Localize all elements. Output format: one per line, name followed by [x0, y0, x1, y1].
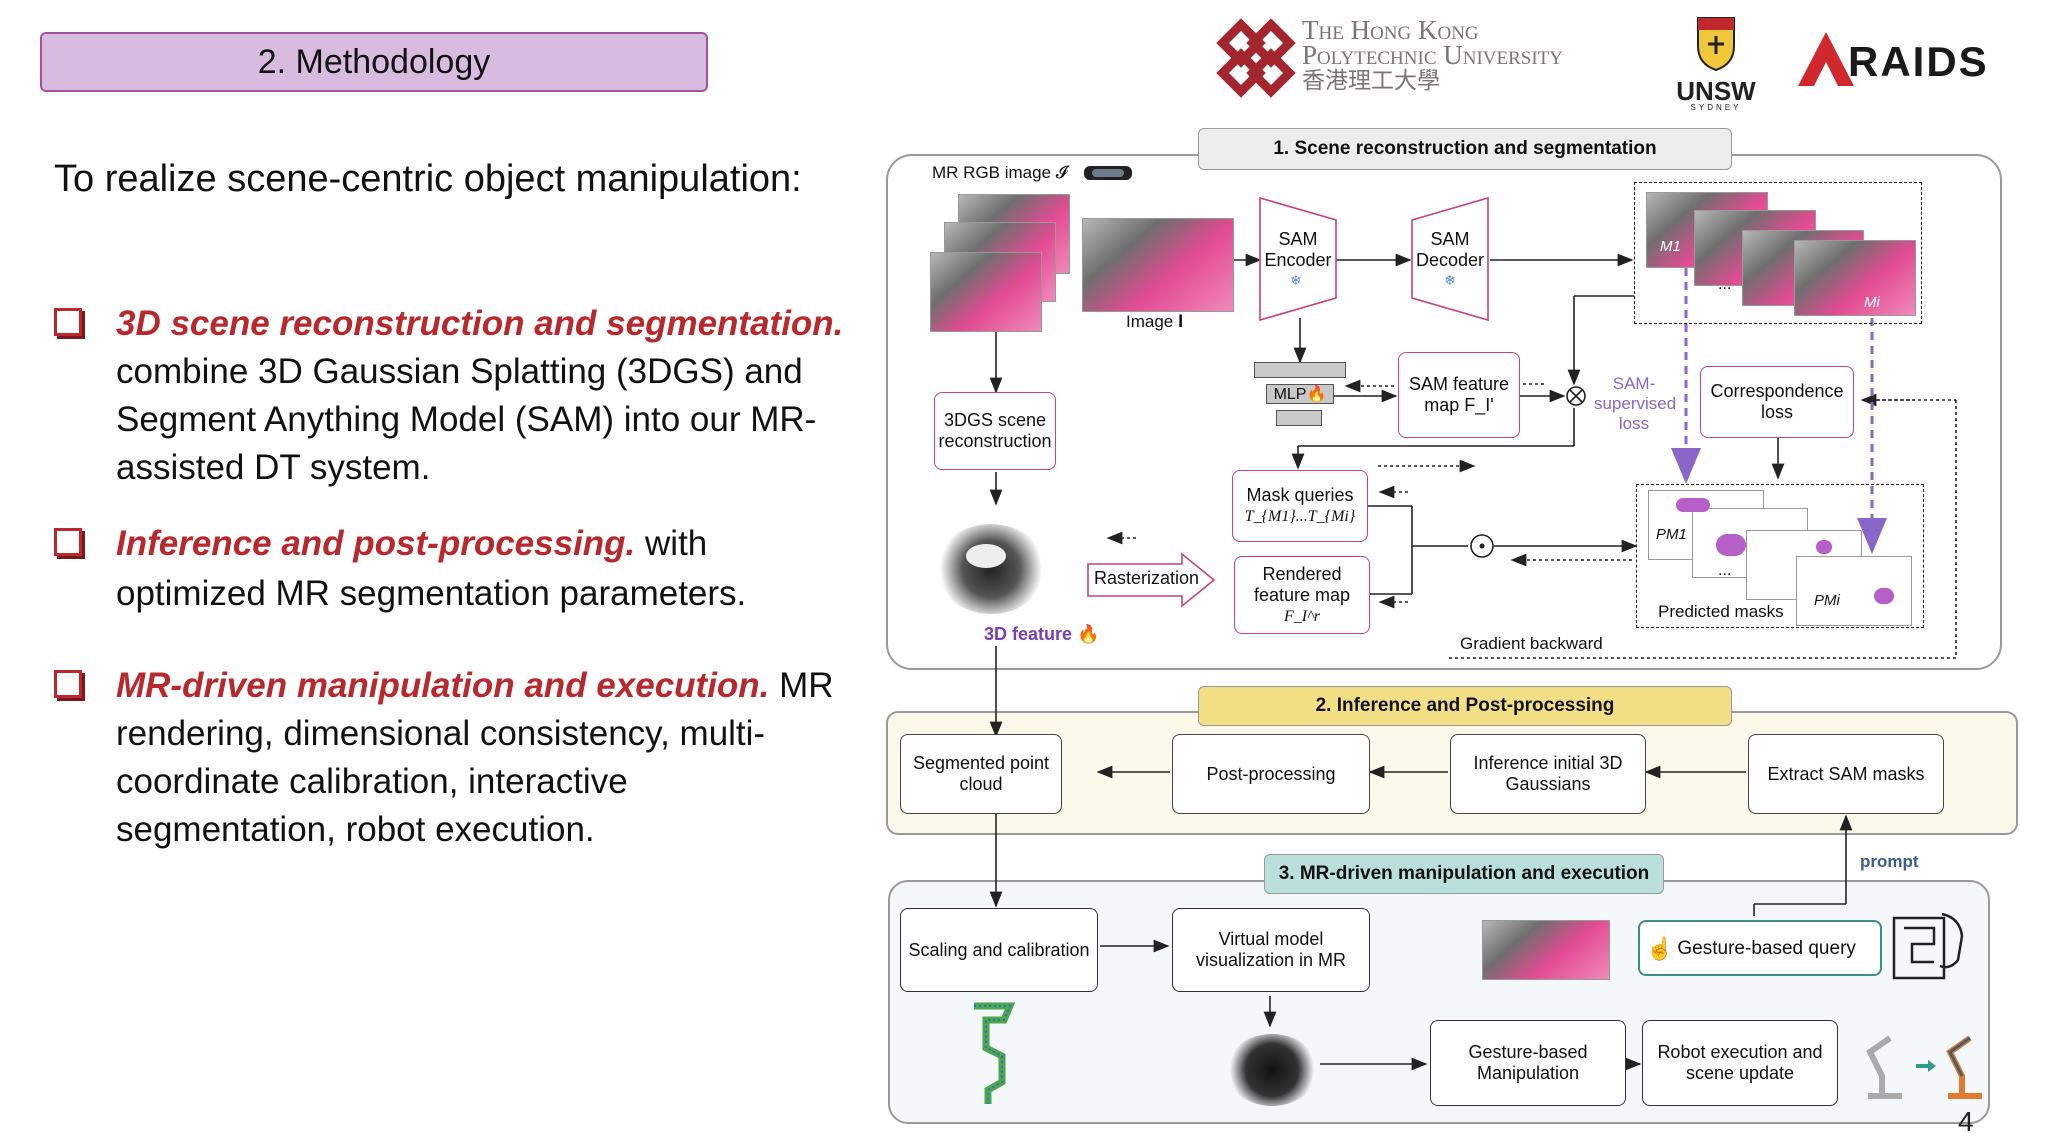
bullet-1-line-2: Segment Anything Model (SAM) into our MR…	[116, 400, 817, 439]
raids-triangle-icon	[1798, 32, 1854, 86]
hand-gesture-icon: ☝	[1646, 935, 1674, 961]
ellipsis: ...	[1718, 276, 1732, 293]
scaling-calibration: Scaling and calibration	[900, 908, 1098, 992]
checkbox-bullet-icon	[54, 308, 82, 336]
polyu-logo	[1212, 14, 1300, 102]
robot-execution: Robot execution and scene update	[1642, 1020, 1838, 1106]
mlp-label: MLP🔥	[1266, 384, 1334, 404]
polyu-line-2: Polytechnic University	[1302, 40, 1564, 70]
query-scene-image	[1482, 920, 1610, 980]
mask-blob-4	[1874, 588, 1894, 604]
rendered-feature-map: Rendered feature map F_I^r	[1234, 556, 1370, 634]
gesture-query-box: ☝ Gesture-based query	[1638, 920, 1882, 976]
m1-label: M1	[1660, 238, 1681, 255]
snowflake-icon: ❄	[1444, 272, 1456, 288]
polyu-line-1: The Hong Kong	[1302, 15, 1479, 45]
inference-3d-gaussians: Inference initial 3D Gaussians	[1450, 734, 1646, 814]
correspondence-loss: Correspondence loss	[1700, 366, 1854, 438]
headset-icon	[1084, 166, 1132, 180]
mr-rgb-image-3	[930, 252, 1042, 332]
section-3-tag: 3. MR-driven manipulation and execution	[1264, 854, 1664, 894]
sam-feature-map: SAM feature map F_I'	[1398, 352, 1520, 438]
bullet-3-tail: MR	[779, 666, 834, 705]
bullet-3-line-1: rendering, dimensional consistency, mult…	[116, 714, 766, 753]
snowflake-icon: ❄	[1290, 272, 1302, 288]
robot-arm-icon	[1866, 1035, 1982, 1099]
mask-queries-math: T_{M1}...T_{Mi}	[1244, 508, 1356, 525]
unsw-crest-icon	[1697, 17, 1735, 72]
gesture-query-label: Gesture-based query	[1677, 937, 1856, 959]
virtual-point-cloud-image	[1220, 1028, 1324, 1112]
3dgs-reconstruction: 3DGS scene reconstruction	[934, 392, 1056, 470]
extract-sam-masks: Extract SAM masks	[1748, 734, 1944, 814]
sam-encoder-shape	[1259, 196, 1337, 322]
scaled-point-cloud-image	[964, 1000, 1020, 1108]
bullet-1: 3D scene reconstruction and segmentation…	[54, 300, 854, 492]
predicted-masks-group	[1636, 484, 1924, 628]
bullet-1-line-3: assisted DT system.	[116, 448, 431, 487]
bullet-1-emphasis: 3D scene reconstruction and segmentation…	[116, 304, 844, 343]
bullet-3-line-3: segmentation, robot execution.	[116, 810, 595, 849]
mr-rgb-label: MR RGB image 𝓘	[932, 163, 1068, 182]
polyu-name: The Hong Kong Polytechnic University 香港理…	[1302, 15, 1564, 94]
mi-label: Mi	[1864, 294, 1880, 311]
mask-queries-label: Mask queries	[1246, 485, 1354, 505]
bullet-3-emphasis: MR-driven manipulation and execution.	[116, 666, 770, 705]
post-processing: Post-processing	[1172, 734, 1370, 814]
segmented-point-cloud: Segmented point cloud	[900, 734, 1062, 814]
3d-feature-label: 3D feature 🔥	[984, 624, 1100, 644]
mlp-bar-top	[1254, 362, 1346, 378]
rasterization-label: Rasterization	[1094, 568, 1200, 588]
sam-decoder-shape	[1411, 196, 1489, 322]
slide-title: 2. Methodology	[40, 32, 708, 92]
bullet-3-line-2: coordinate calibration, interactive	[116, 762, 628, 801]
page-number: 4	[1958, 1106, 1974, 1137]
unsw-logo: UNSW SYDNEY	[1670, 14, 1762, 112]
section-2-tag: 2. Inference and Post-processing	[1198, 686, 1732, 726]
virtual-model-visualization: Virtual model visualization in MR	[1172, 908, 1370, 992]
mask-image-4	[1794, 240, 1916, 316]
bullet-2: Inference and post-processing. with opti…	[54, 520, 854, 618]
raids-logo: RAIDS	[1796, 30, 2026, 90]
bullet-2-tail: with	[645, 524, 708, 563]
unsw-name: UNSW	[1676, 76, 1756, 106]
point-cloud-image	[916, 504, 1064, 634]
section-1-tag: 1. Scene reconstruction and segmentation	[1198, 128, 1732, 170]
predicted-mask-4	[1796, 556, 1912, 626]
sam-encoder: SAM Encoder	[1264, 229, 1332, 270]
ellipsis: ...	[1718, 562, 1732, 579]
input-image	[1082, 218, 1234, 312]
unsw-sub: SYDNEY	[1690, 103, 1742, 112]
raids-name: RAIDS	[1848, 38, 1989, 85]
mask-queries: Mask queries T_{M1}...T_{Mi}	[1232, 470, 1368, 542]
intro-text: To realize scene-centric object manipula…	[54, 158, 802, 200]
bullet-2-emphasis: Inference and post-processing.	[116, 524, 636, 563]
bullet-1-line-1: combine 3D Gaussian Splatting (3DGS) and	[116, 352, 803, 391]
prompt-label: prompt	[1860, 852, 1919, 871]
sam-decoder: SAM Decoder	[1415, 229, 1485, 270]
mask-blob-2	[1716, 534, 1746, 556]
rasterization-arrow	[1087, 552, 1216, 608]
mlp-bar-bottom	[1276, 410, 1322, 426]
checkbox-bullet-icon	[54, 528, 82, 556]
maze-gesture-icon	[1892, 912, 1964, 980]
gesture-based-manipulation: Gesture-based Manipulation	[1430, 1020, 1626, 1106]
checkbox-bullet-icon	[54, 670, 82, 698]
gradient-backward-label: Gradient backward	[1460, 634, 1603, 653]
bullet-2-line-1: optimized MR segmentation parameters.	[116, 574, 747, 613]
bullet-3: MR-driven manipulation and execution. MR…	[54, 662, 854, 854]
predicted-masks-label: Predicted masks	[1658, 602, 1784, 621]
pmi-label: PMi	[1814, 592, 1840, 609]
masks-group	[1634, 182, 1922, 324]
mask-blob-3	[1816, 540, 1832, 554]
input-image-label: Image 𝐈	[1126, 312, 1184, 331]
sam-supervised-loss: SAM- supervised loss	[1594, 374, 1677, 433]
polyu-chinese: 香港理工大學	[1302, 68, 1440, 93]
mask-blob-1	[1676, 498, 1710, 512]
pm1-label: PM1	[1656, 526, 1687, 543]
rendered-feature-math: F_I^r	[1283, 607, 1321, 625]
rendered-feature-map-label: Rendered feature map	[1253, 563, 1351, 605]
